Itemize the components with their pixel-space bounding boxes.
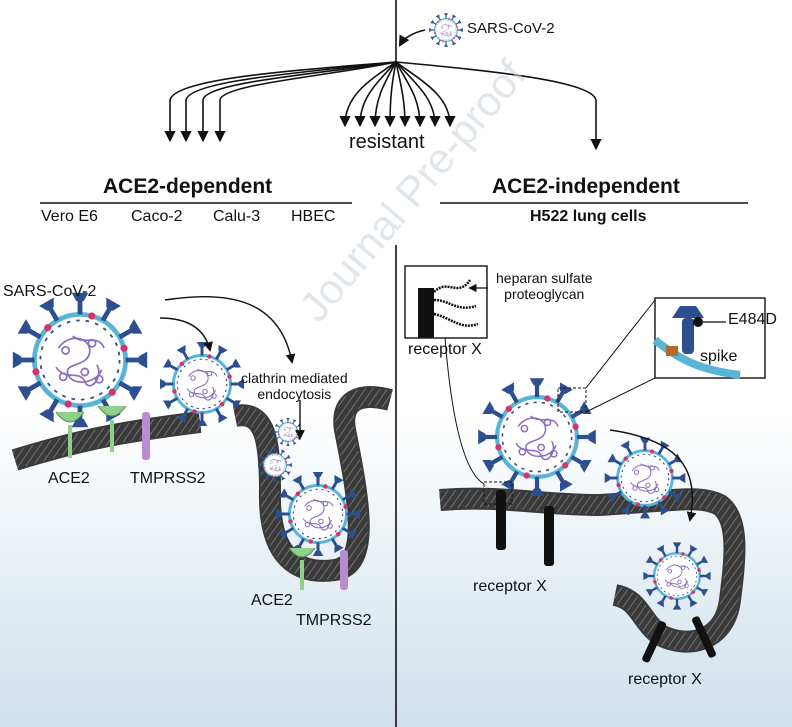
spike-label: spike — [700, 348, 738, 365]
hsp-label: heparan sulfate proteoglycan — [496, 270, 593, 302]
ace2-receptor — [55, 405, 127, 458]
branch-tree — [164, 0, 602, 151]
tmprss2-label-endosome: TMPRSS2 — [296, 612, 372, 629]
resistant-label: resistant — [349, 131, 425, 153]
receptor-x-label-endosome: receptor X — [628, 671, 702, 688]
spike-inset-box — [654, 297, 766, 379]
cell-line-hbec: HBEC — [291, 208, 336, 225]
spike-inset-envelope — [652, 336, 741, 379]
cell-line-h522: H522 lung cells — [530, 208, 647, 225]
cell-line-calu: Calu-3 — [213, 208, 261, 225]
receptor-x-membrane — [496, 490, 716, 663]
top-virus-label: SARS-CoV-2 — [467, 20, 555, 37]
tmprss2-label: TMPRSS2 — [130, 470, 206, 487]
left-entry-arrows — [159, 295, 305, 440]
left-title: ACE2-dependent — [103, 175, 273, 198]
right-entry-arrow — [609, 429, 697, 522]
right-title: ACE2-independent — [492, 175, 680, 198]
e484d-label: E484D — [728, 311, 777, 328]
receptor-zoom-line — [444, 337, 485, 485]
top-virus-icon — [428, 12, 464, 48]
tmprss2-protein — [142, 412, 150, 460]
ace2-label: ACE2 — [48, 470, 90, 487]
cell-line-vero: Vero E6 — [41, 208, 98, 225]
cell-line-caco: Caco-2 — [131, 208, 183, 225]
receptor-x-label-inset: receptor X — [408, 341, 482, 358]
endocytosis-label: clathrin mediated endocytosis — [241, 370, 348, 402]
spike-highlight-box — [557, 387, 587, 413]
e484d-site-marker — [693, 317, 703, 327]
left-panel-virus-label: SARS-CoV-2 — [3, 283, 97, 300]
spike-zoom-line-1 — [585, 299, 656, 389]
spike-protein-inset — [666, 306, 704, 356]
spike-zoom-line-2 — [585, 377, 656, 413]
ace2-label-endosome: ACE2 — [251, 592, 293, 609]
receptor-x-inset — [418, 288, 434, 338]
heparan-sulfate-chains — [433, 279, 479, 327]
ace2-receptor-endosome — [288, 547, 348, 590]
receptor-x-label-membrane: receptor X — [473, 578, 547, 595]
